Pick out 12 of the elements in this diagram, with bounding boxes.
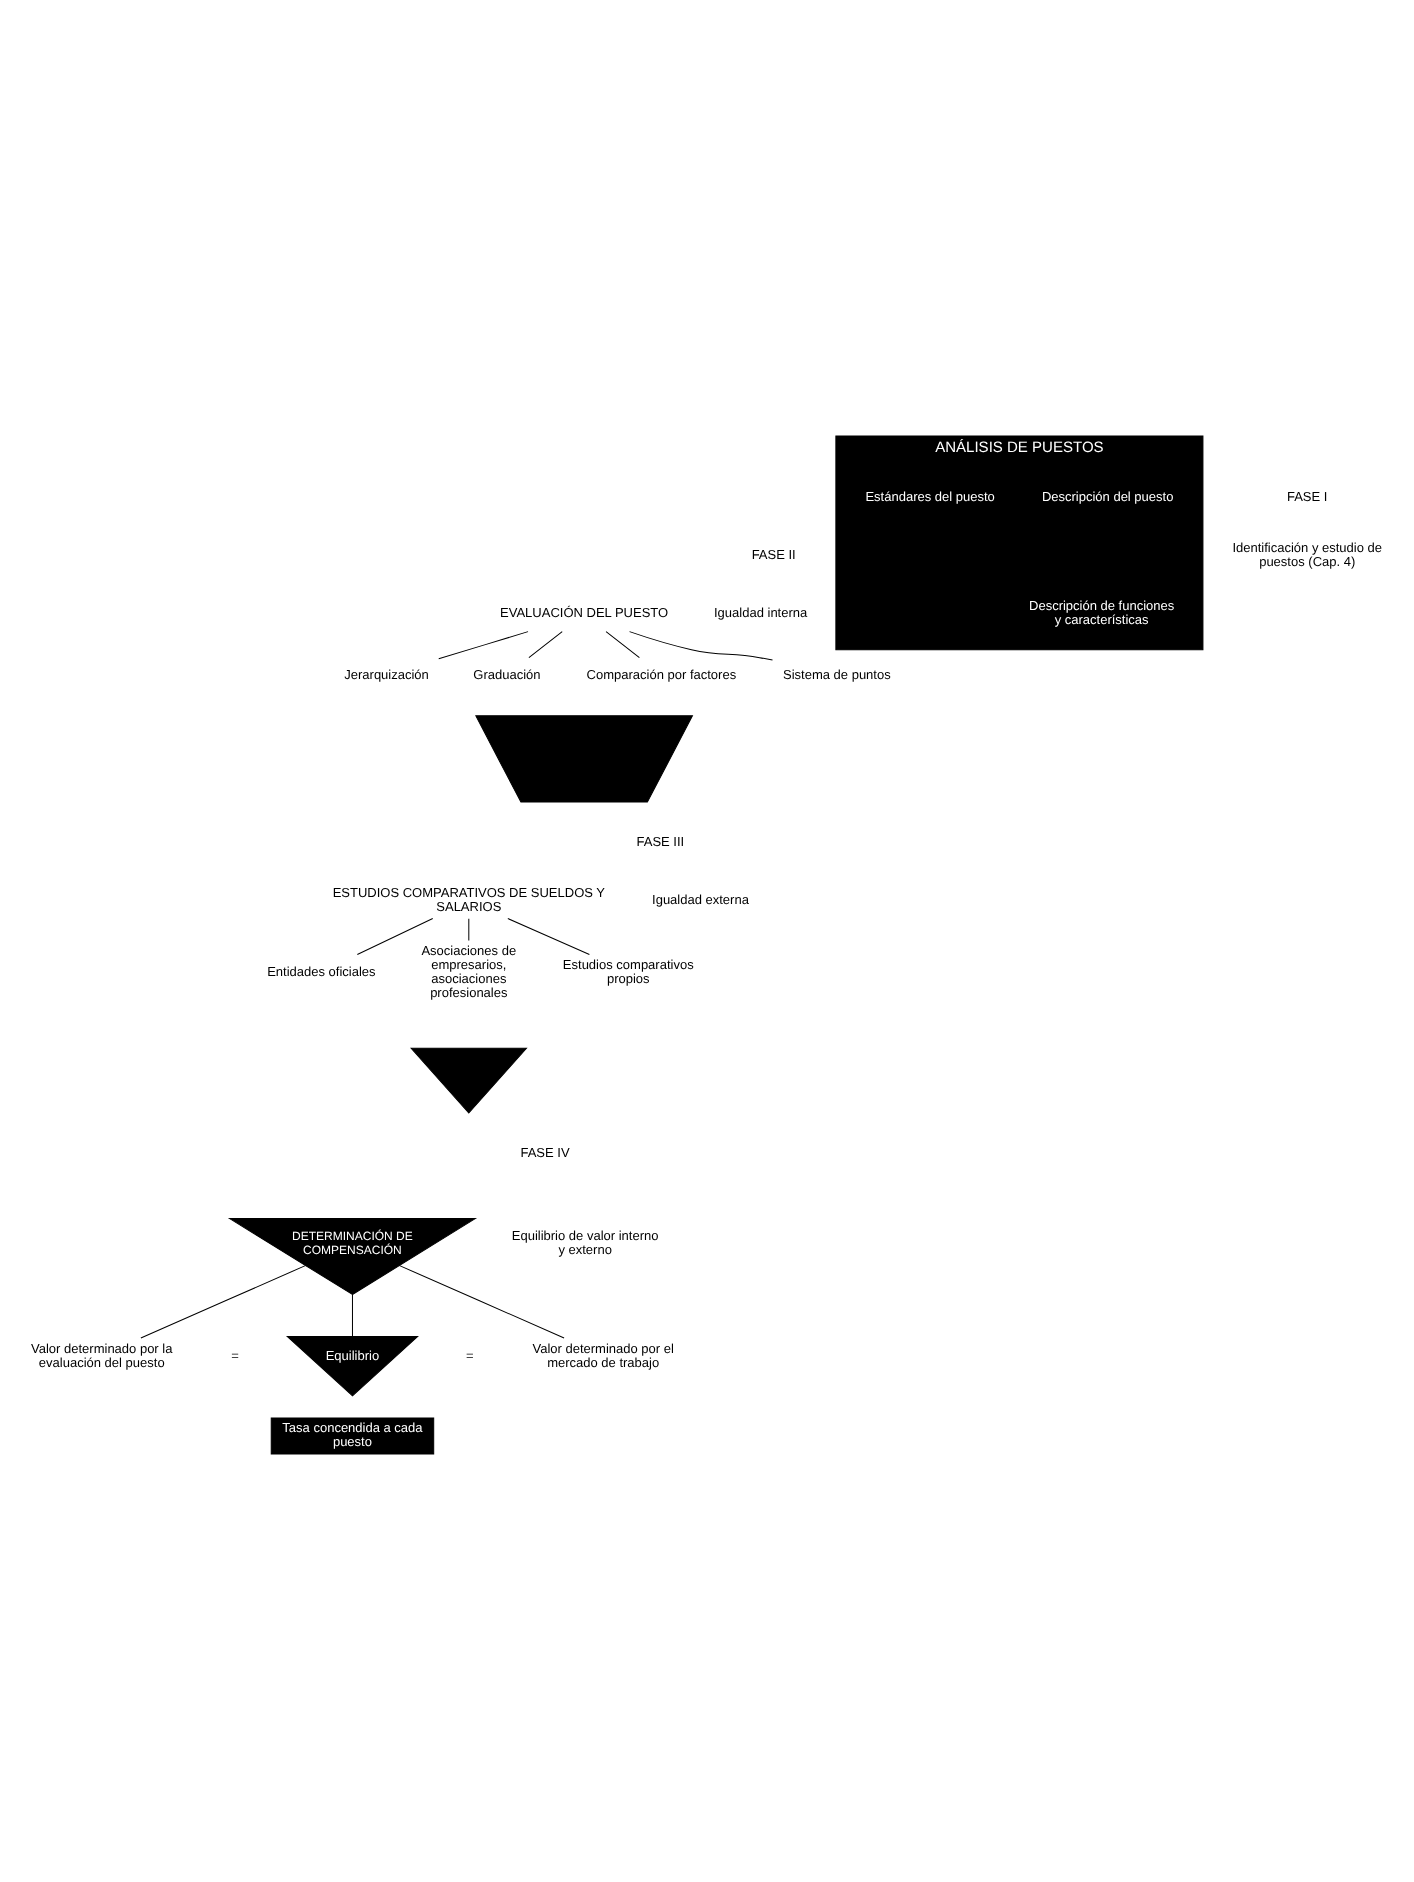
connector (351, 1294, 353, 1337)
connector (605, 631, 640, 659)
connector (629, 631, 773, 661)
connector (528, 631, 563, 659)
connector (438, 631, 529, 660)
connector (356, 918, 434, 955)
connector (507, 918, 590, 955)
connector (468, 918, 470, 941)
node-triangle (410, 1047, 527, 1114)
connector (399, 1265, 565, 1339)
node-trapezoid (475, 715, 693, 803)
connector (140, 1265, 306, 1339)
